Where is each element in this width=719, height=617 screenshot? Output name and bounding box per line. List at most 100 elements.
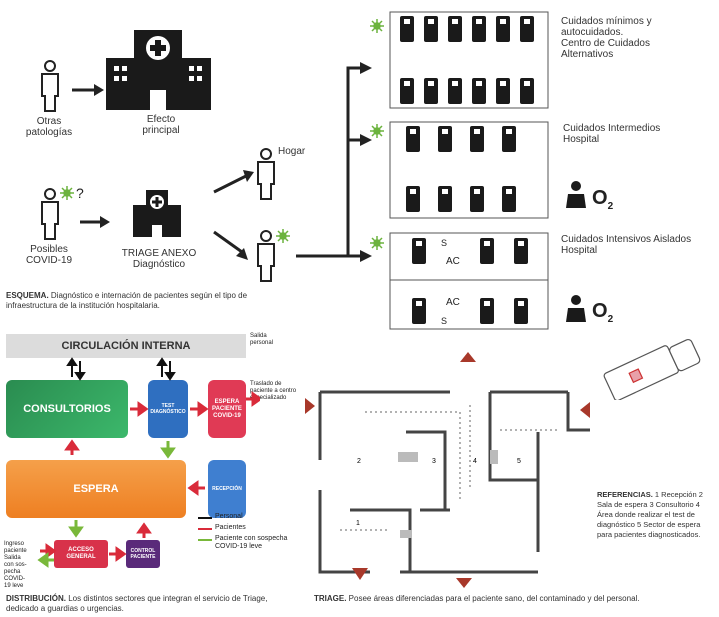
salida-personal-label: Salida personal bbox=[250, 333, 274, 346]
person-icon bbox=[257, 148, 275, 200]
bed-icon bbox=[406, 126, 420, 152]
hogar-label: Hogar bbox=[278, 146, 306, 157]
pillow-icon bbox=[484, 301, 490, 306]
cuidados-intermedios-label: Cuidados Intermedios Hospital bbox=[563, 123, 661, 145]
triage-caption: TRIAGE. Posee áreas diferenciadas para e… bbox=[314, 594, 640, 603]
pillow-icon bbox=[506, 129, 512, 134]
ward-box-intensivos bbox=[389, 232, 549, 330]
person-icon bbox=[257, 230, 275, 282]
ambulance-icon bbox=[603, 338, 701, 400]
efecto-principal-label: Efecto principal bbox=[142, 114, 180, 136]
bed-icon bbox=[502, 126, 516, 152]
test-diagnostico-box: TEST DIAGNÓSTICO bbox=[148, 380, 188, 438]
salida-sospecha-label: Salida con sos- pecha COVID- 19 leve bbox=[4, 555, 27, 589]
pillow-icon bbox=[500, 19, 506, 24]
traslado-label: Traslado de paciente a centro especializ… bbox=[250, 381, 297, 401]
arrow-icon bbox=[213, 230, 243, 254]
bed-icon bbox=[438, 186, 452, 212]
espera-paciente-covid-box: ESPERA PACIENTE COVID-19 bbox=[208, 380, 246, 438]
pillow-icon bbox=[524, 19, 530, 24]
bed-icon bbox=[496, 16, 510, 42]
ingreso-label: Ingreso paciente bbox=[4, 541, 27, 554]
esquema-diagram bbox=[41, 11, 586, 330]
room-number: 1 bbox=[356, 520, 360, 527]
virus-icon bbox=[276, 229, 290, 243]
virus-icon bbox=[370, 124, 384, 138]
recepcion-box: RECEPCIÓN bbox=[208, 460, 246, 518]
legend-pacientes: Pacientes bbox=[215, 524, 246, 531]
pillow-icon bbox=[452, 19, 458, 24]
oxygen-label: O2 bbox=[592, 300, 614, 325]
s-label: S bbox=[441, 238, 448, 248]
cuidados-minimos-label: Cuidados mínimos y autocuidados. Centro … bbox=[561, 16, 652, 60]
ward-box-minimos bbox=[389, 11, 549, 109]
bed-icon bbox=[480, 298, 494, 324]
pillow-icon bbox=[474, 129, 480, 134]
cuidados-intensivos-label: Cuidados Intensivos Aislados Hospital bbox=[561, 234, 692, 256]
person-icon bbox=[41, 60, 59, 112]
bed-icon bbox=[424, 16, 438, 42]
bed-icon bbox=[406, 186, 420, 212]
consultorios-box: CONSULTORIOS bbox=[6, 380, 128, 438]
room-number: 5 bbox=[517, 458, 521, 465]
room-number: 4 bbox=[473, 458, 477, 465]
ac-label: AC bbox=[446, 297, 460, 308]
bed-icon bbox=[438, 126, 452, 152]
pillow-icon bbox=[428, 81, 434, 86]
pillow-icon bbox=[442, 129, 448, 134]
question-mark: ? bbox=[76, 185, 84, 201]
ward-box-intermedios bbox=[389, 121, 549, 219]
legend-personal: Personal bbox=[215, 513, 243, 520]
bed-icon bbox=[412, 298, 426, 324]
bed-icon bbox=[424, 78, 438, 104]
nurse-icon bbox=[566, 295, 586, 322]
hospital-icon bbox=[106, 30, 211, 110]
triage-anexo-label: TRIAGE ANEXO Diagnóstico bbox=[121, 248, 197, 270]
pillow-icon bbox=[476, 19, 482, 24]
bed-icon bbox=[400, 16, 414, 42]
esquema-caption: ESQUEMA. Diagnóstico e internación de pa… bbox=[6, 291, 248, 310]
pillow-icon bbox=[404, 19, 410, 24]
bed-icon bbox=[520, 16, 534, 42]
pillow-icon bbox=[410, 189, 416, 194]
bed-icon bbox=[480, 238, 494, 264]
pillow-icon bbox=[524, 81, 530, 86]
room-number: 3 bbox=[432, 458, 436, 465]
pillow-icon bbox=[410, 129, 416, 134]
person-icon bbox=[41, 188, 59, 240]
pillow-icon bbox=[476, 81, 482, 86]
pillow-icon bbox=[474, 189, 480, 194]
bed-icon bbox=[400, 78, 414, 104]
bed-icon bbox=[520, 78, 534, 104]
distribucion-arrows bbox=[37, 357, 260, 568]
bed-icon bbox=[496, 78, 510, 104]
arrow-icon bbox=[213, 174, 247, 194]
pillow-icon bbox=[452, 81, 458, 86]
pillow-icon bbox=[518, 301, 524, 306]
pillow-icon bbox=[404, 81, 410, 86]
bed-icon bbox=[448, 78, 462, 104]
pillow-icon bbox=[416, 301, 422, 306]
pillow-icon bbox=[506, 189, 512, 194]
virus-icon bbox=[370, 19, 384, 33]
bed-icon bbox=[514, 298, 528, 324]
bed-icon bbox=[470, 186, 484, 212]
acceso-general-box: ACCESO GENERAL bbox=[54, 540, 108, 568]
distribucion-caption: DISTRIBUCIÓN. Los distintos sectores que… bbox=[6, 594, 268, 613]
bed-icon bbox=[514, 238, 528, 264]
s-label: S bbox=[441, 316, 448, 326]
virus-icon bbox=[370, 236, 384, 250]
bed-icon bbox=[412, 238, 426, 264]
triage-floorplan: 2 1 3 4 5 bbox=[305, 352, 590, 588]
room-number: 2 bbox=[357, 458, 361, 465]
pillow-icon bbox=[484, 241, 490, 246]
circulacion-interna-bar: CIRCULACIÓN INTERNA bbox=[6, 334, 246, 358]
bed-icon bbox=[472, 78, 486, 104]
oxygen-label: O2 bbox=[592, 187, 614, 212]
bed-icon bbox=[470, 126, 484, 152]
pillow-icon bbox=[428, 19, 434, 24]
legend-sospecha: Paciente con sospecha COVID-19 leve bbox=[215, 535, 288, 550]
ac-label: AC bbox=[446, 256, 460, 267]
bed-icon bbox=[472, 16, 486, 42]
pillow-icon bbox=[416, 241, 422, 246]
